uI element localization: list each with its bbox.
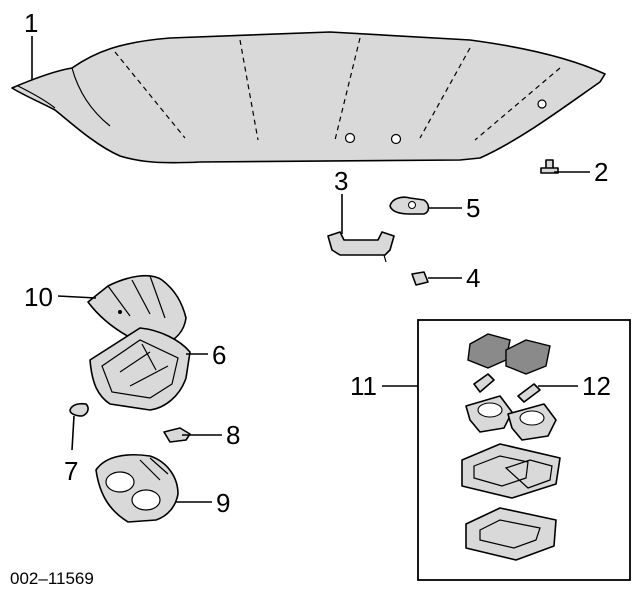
lens-cover-part: [87, 274, 187, 345]
callout-7: 7: [64, 456, 78, 486]
pin-part: [540, 159, 559, 174]
callout-4: 4: [466, 263, 480, 293]
small-clip-part: [411, 271, 429, 286]
callout-2: 2: [594, 157, 608, 187]
headliner-part: [11, 31, 606, 164]
drawing-number: 002–11569: [10, 569, 94, 588]
callout-3: 3: [334, 166, 348, 196]
callout-1: 1: [24, 8, 38, 38]
callout-9: 9: [216, 488, 230, 518]
callout-8: 8: [226, 420, 240, 450]
callout-labels: 1 2 3 4 5 6 7 8 9 10 11 12: [24, 8, 611, 518]
clip-part: [389, 196, 430, 215]
callout-11: 11: [350, 371, 377, 401]
callout-6: 6: [212, 340, 226, 370]
callout-10: 10: [24, 282, 53, 312]
grab-handle-part: [327, 231, 395, 263]
lamp-housing-part: [89, 327, 191, 411]
map-lamp-assembly-part: [461, 333, 561, 561]
socket-part: [163, 427, 191, 443]
assembly-box: [417, 319, 631, 581]
callout-12: 12: [582, 371, 611, 401]
callout-5: 5: [466, 193, 480, 223]
bulb-part: [69, 402, 89, 417]
leader-lines: [31, 36, 590, 503]
console-housing-part: [95, 454, 179, 523]
